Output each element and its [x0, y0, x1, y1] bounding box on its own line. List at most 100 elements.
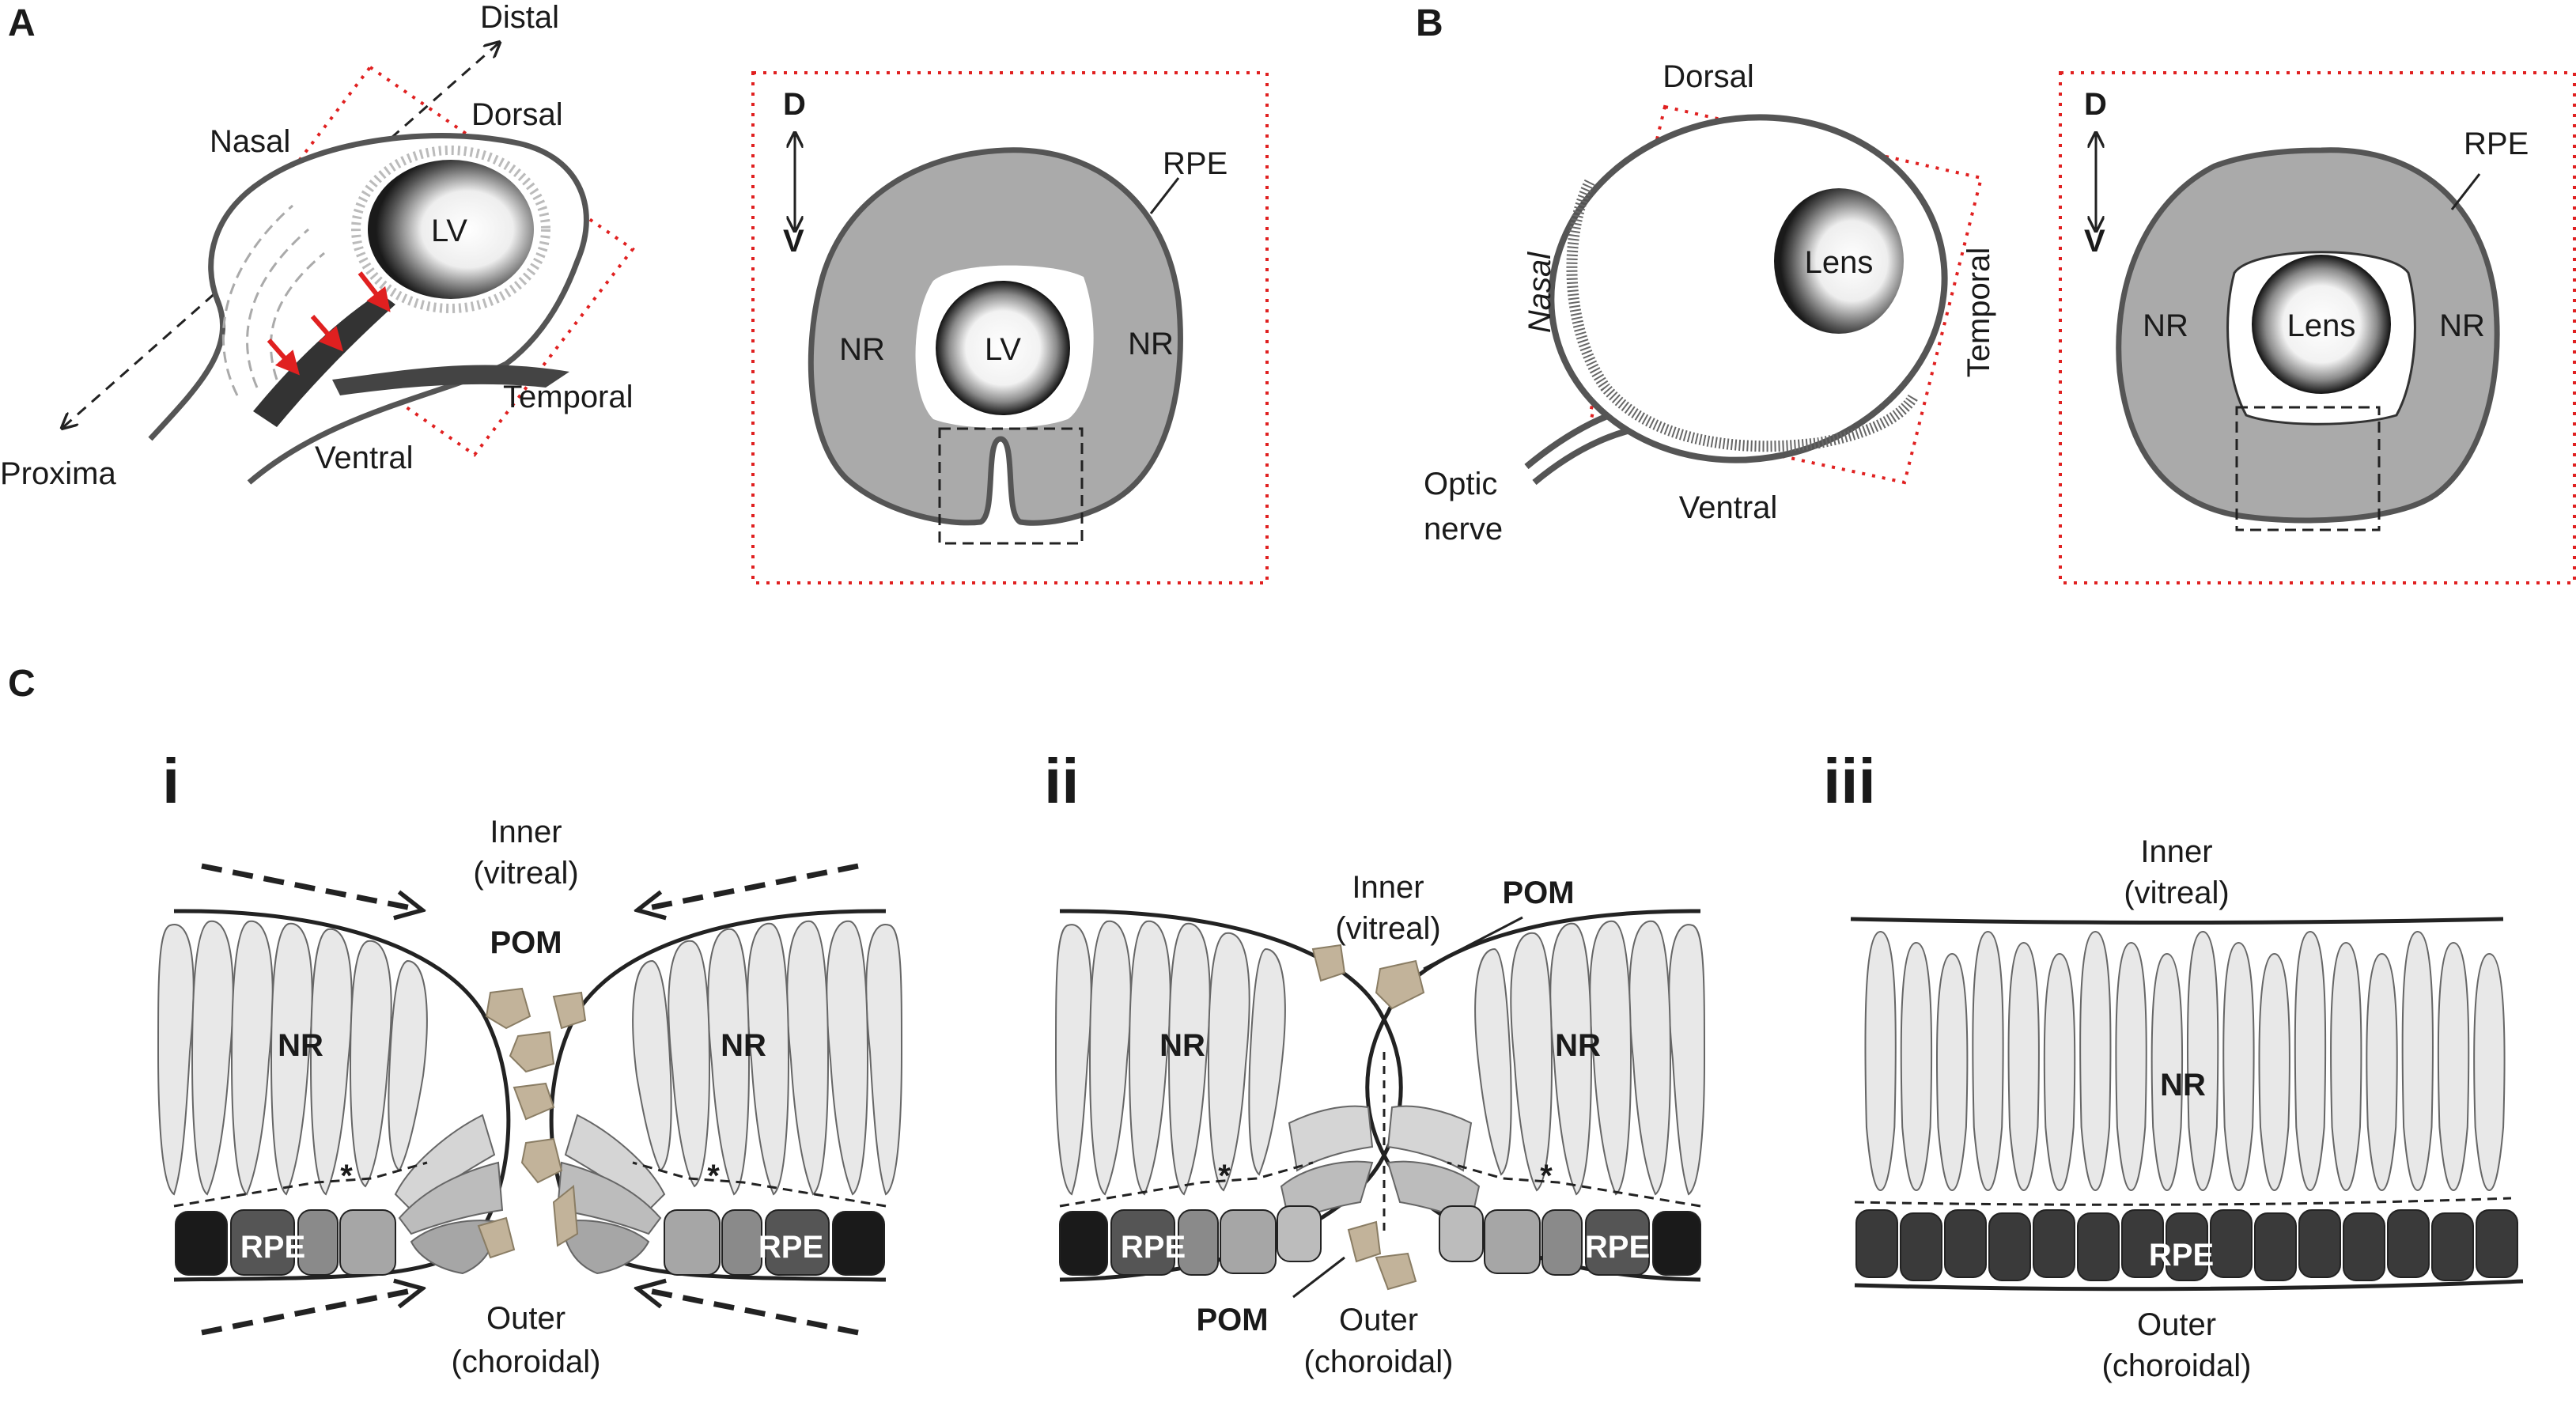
- rpe-left-i: RPE: [240, 1230, 305, 1265]
- nr-cell: [2401, 930, 2434, 1192]
- inner-label-i: Inner: [490, 815, 562, 849]
- nr-cells-left: [157, 920, 428, 1196]
- panel-c-ii: ii Inner (vitreal) POM: [1044, 746, 1706, 1379]
- nr-right-ii: NR: [1555, 1028, 1601, 1063]
- inset-b-lens-label: Lens: [2287, 308, 2356, 343]
- rpe-right-ii: RPE: [1585, 1230, 1650, 1265]
- section-plane-frame: [211, 65, 635, 457]
- proximal-label: Proxima: [0, 456, 116, 491]
- star-left-ii: *: [1218, 1159, 1231, 1193]
- nr-cell: [2115, 941, 2147, 1192]
- transition-cells-right-ii: [1386, 1105, 1481, 1224]
- nr-cells-iii: [1864, 930, 2506, 1192]
- temporal-label-b: Temporal: [1961, 248, 1996, 378]
- panel-c: C i Inner (vitreal) POM: [8, 663, 2524, 1383]
- numeral-iii: iii: [1823, 746, 1876, 816]
- star-right-i: *: [707, 1159, 720, 1193]
- rpe-cell: [2431, 1212, 2474, 1281]
- eye-pigment-nasal: [1566, 179, 1920, 452]
- panel-b: B Lens Dorsal Nasal Temporal Ventral Opt…: [1416, 2, 2576, 584]
- convergence-arrow: [641, 863, 859, 910]
- optic-fissure-stalk: [253, 293, 395, 427]
- nr-cell: [1900, 941, 1933, 1192]
- rpe-cell: [1855, 1209, 1898, 1278]
- inset-a-rpe-label: RPE: [1163, 146, 1227, 181]
- red-arrow: [310, 315, 343, 352]
- pom-cells-ii: [1311, 944, 1425, 1291]
- dorsal-letter: D: [783, 87, 806, 122]
- nasal-label-b: Nasal: [1523, 252, 1557, 333]
- rpe-leader-line: [1149, 177, 1180, 214]
- rpe-cells-right: [664, 1209, 885, 1276]
- rpe-cells-right-ii: [1439, 1205, 1701, 1276]
- transition-cells-left: [394, 1114, 504, 1275]
- inset-b-nr-left: NR: [2143, 308, 2188, 343]
- eye-globe: [1548, 114, 1948, 463]
- inset-a: D V LV NR NR RPE: [751, 71, 1269, 584]
- pom-label-i: POM: [490, 925, 562, 960]
- rpe-cell: [1944, 1209, 1987, 1278]
- nr-cell: [2258, 952, 2290, 1192]
- nr-cell: [2222, 941, 2255, 1192]
- dorsal-label-b: Dorsal: [1662, 59, 1754, 94]
- rpe-cell: [2121, 1209, 2164, 1278]
- choroidal-label-i: (choroidal): [452, 1345, 601, 1379]
- panel-a-letter: A: [8, 2, 36, 44]
- outer-label-ii: Outer: [1339, 1303, 1418, 1337]
- rpe-cell: [1900, 1212, 1942, 1281]
- nr-cell: [1936, 952, 1969, 1192]
- optic-cup-dashed-layer: [246, 228, 309, 388]
- optic-cup-dashed-layer: [270, 252, 325, 380]
- apical-border-right: [632, 1161, 887, 1208]
- pom-bottom-label-ii: POM: [1196, 1303, 1268, 1337]
- vitreal-label-iii: (vitreal): [2124, 876, 2229, 910]
- nr-cell: [2007, 941, 2040, 1192]
- nr-right-i: NR: [721, 1028, 766, 1063]
- transition-cells-left-ii: [1280, 1105, 1374, 1224]
- nr-cell: [2366, 952, 2398, 1192]
- rpe-cell: [1988, 1212, 2031, 1281]
- rpe-cell: [2077, 1212, 2120, 1281]
- rpe-left-ii: RPE: [1121, 1230, 1186, 1265]
- rpe-cells-iii: [1855, 1209, 2518, 1281]
- convergence-arrow: [641, 1289, 859, 1336]
- convergence-arrow: [201, 863, 419, 910]
- pom-leader-line-bottom: [1292, 1256, 1345, 1299]
- inset-a-lv-label: LV: [985, 332, 1021, 367]
- nr-cells-right-ii: [1474, 920, 1706, 1196]
- transition-cells-right: [556, 1114, 666, 1275]
- rpe-right-i: RPE: [758, 1230, 823, 1265]
- rpe-cell: [2210, 1209, 2253, 1278]
- eye-lens: [1774, 188, 1904, 334]
- nr-cells-left-ii: [1054, 920, 1286, 1196]
- panel-c-letter: C: [8, 663, 36, 705]
- outer-label-iii: Outer: [2137, 1307, 2216, 1342]
- nr-cell: [2150, 952, 2184, 1192]
- ventral-letter: V: [783, 224, 804, 259]
- rpe-cell: [2033, 1209, 2075, 1278]
- panel-a: A LV Distal Nasal Dorsal Temporal Ventra…: [0, 0, 1269, 584]
- inner-label-ii: Inner: [1352, 870, 1424, 905]
- nr-cell: [1972, 930, 2004, 1192]
- rpe-leader-line-b: [2450, 173, 2481, 210]
- nr-cell: [2294, 930, 2327, 1192]
- nr-cell: [2186, 930, 2219, 1192]
- nasal-label: Nasal: [210, 124, 290, 159]
- nerve-label: nerve: [1424, 512, 1503, 547]
- ventral-letter-b: V: [2084, 224, 2105, 259]
- pom-cells-i: [477, 987, 587, 1259]
- outer-limit-line: [1854, 1279, 2524, 1292]
- apical-border-iii: [1854, 1197, 2512, 1206]
- vitreal-label-i: (vitreal): [473, 856, 578, 891]
- ventral-tissue: [332, 365, 569, 395]
- temporal-label: Temporal: [503, 380, 634, 414]
- numeral-i: i: [162, 746, 180, 816]
- dorsal-letter-b: D: [2084, 87, 2107, 122]
- rpe-cell: [2298, 1209, 2341, 1278]
- inner-label-iii: Inner: [2140, 834, 2212, 869]
- inset-b: D V Lens NR NR RPE: [2059, 71, 2576, 584]
- rpe-cell: [2387, 1209, 2430, 1278]
- apical-border-right-ii: [1447, 1161, 1701, 1208]
- optic-cup-dashed-layer: [221, 204, 293, 396]
